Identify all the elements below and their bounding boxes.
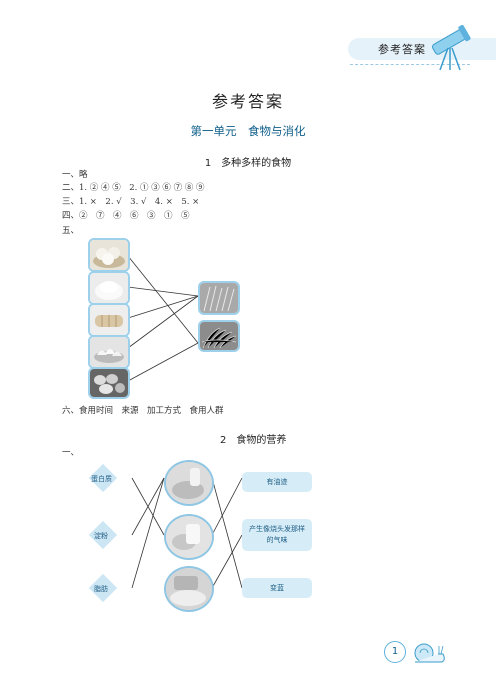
experiment-photo-2	[164, 514, 214, 560]
question-label: 一、	[62, 448, 80, 458]
snail-icon	[414, 643, 445, 663]
experiment-photo-3	[164, 566, 214, 612]
page-number: 1	[384, 641, 406, 663]
answer-line: 六、食用时间 来源 加工方式 食用人群	[62, 406, 224, 416]
dumplings-photo	[88, 335, 130, 369]
page-title: 参考答案	[211, 92, 284, 111]
answer-line: 五、	[62, 226, 80, 236]
left-label-protein: 蛋白质	[91, 475, 112, 483]
lesson1-title: 1 多种多样的食物	[204, 158, 292, 169]
experiment-photo-1	[164, 460, 214, 506]
lesson2-title: 2 食物的营养	[220, 435, 287, 446]
header-tab-label: 参考答案	[378, 43, 426, 56]
unit-title: 第一单元 食物与消化	[190, 124, 306, 138]
flour-photo	[88, 271, 130, 305]
rice-plant-photo	[198, 320, 240, 352]
answer-line: 四、② ⑦ ④ ⑥ ③ ① ⑤	[62, 211, 190, 221]
result-box-smell: 产生像烧头发那样的气味	[242, 519, 312, 551]
header-rule	[350, 64, 470, 65]
answer-line: 一、略	[62, 170, 88, 180]
rice-cakes-photo	[88, 367, 130, 399]
result-box-blue: 变蓝	[242, 578, 312, 598]
answer-line: 二、1. ② ④ ⑤ 2. ① ③ ⑥ ⑦ ⑧ ⑨	[62, 183, 205, 193]
answer-line: 三、1. × 2. √ 3. √ 4. × 5. ×	[62, 197, 200, 207]
left-label-starch: 淀粉	[94, 532, 108, 540]
left-label-fat: 脂肪	[94, 585, 108, 593]
result-box-oil: 有油迹	[242, 472, 312, 492]
wheat-photo	[198, 281, 240, 315]
telescope-icon	[432, 24, 471, 71]
header-tab	[348, 38, 496, 60]
